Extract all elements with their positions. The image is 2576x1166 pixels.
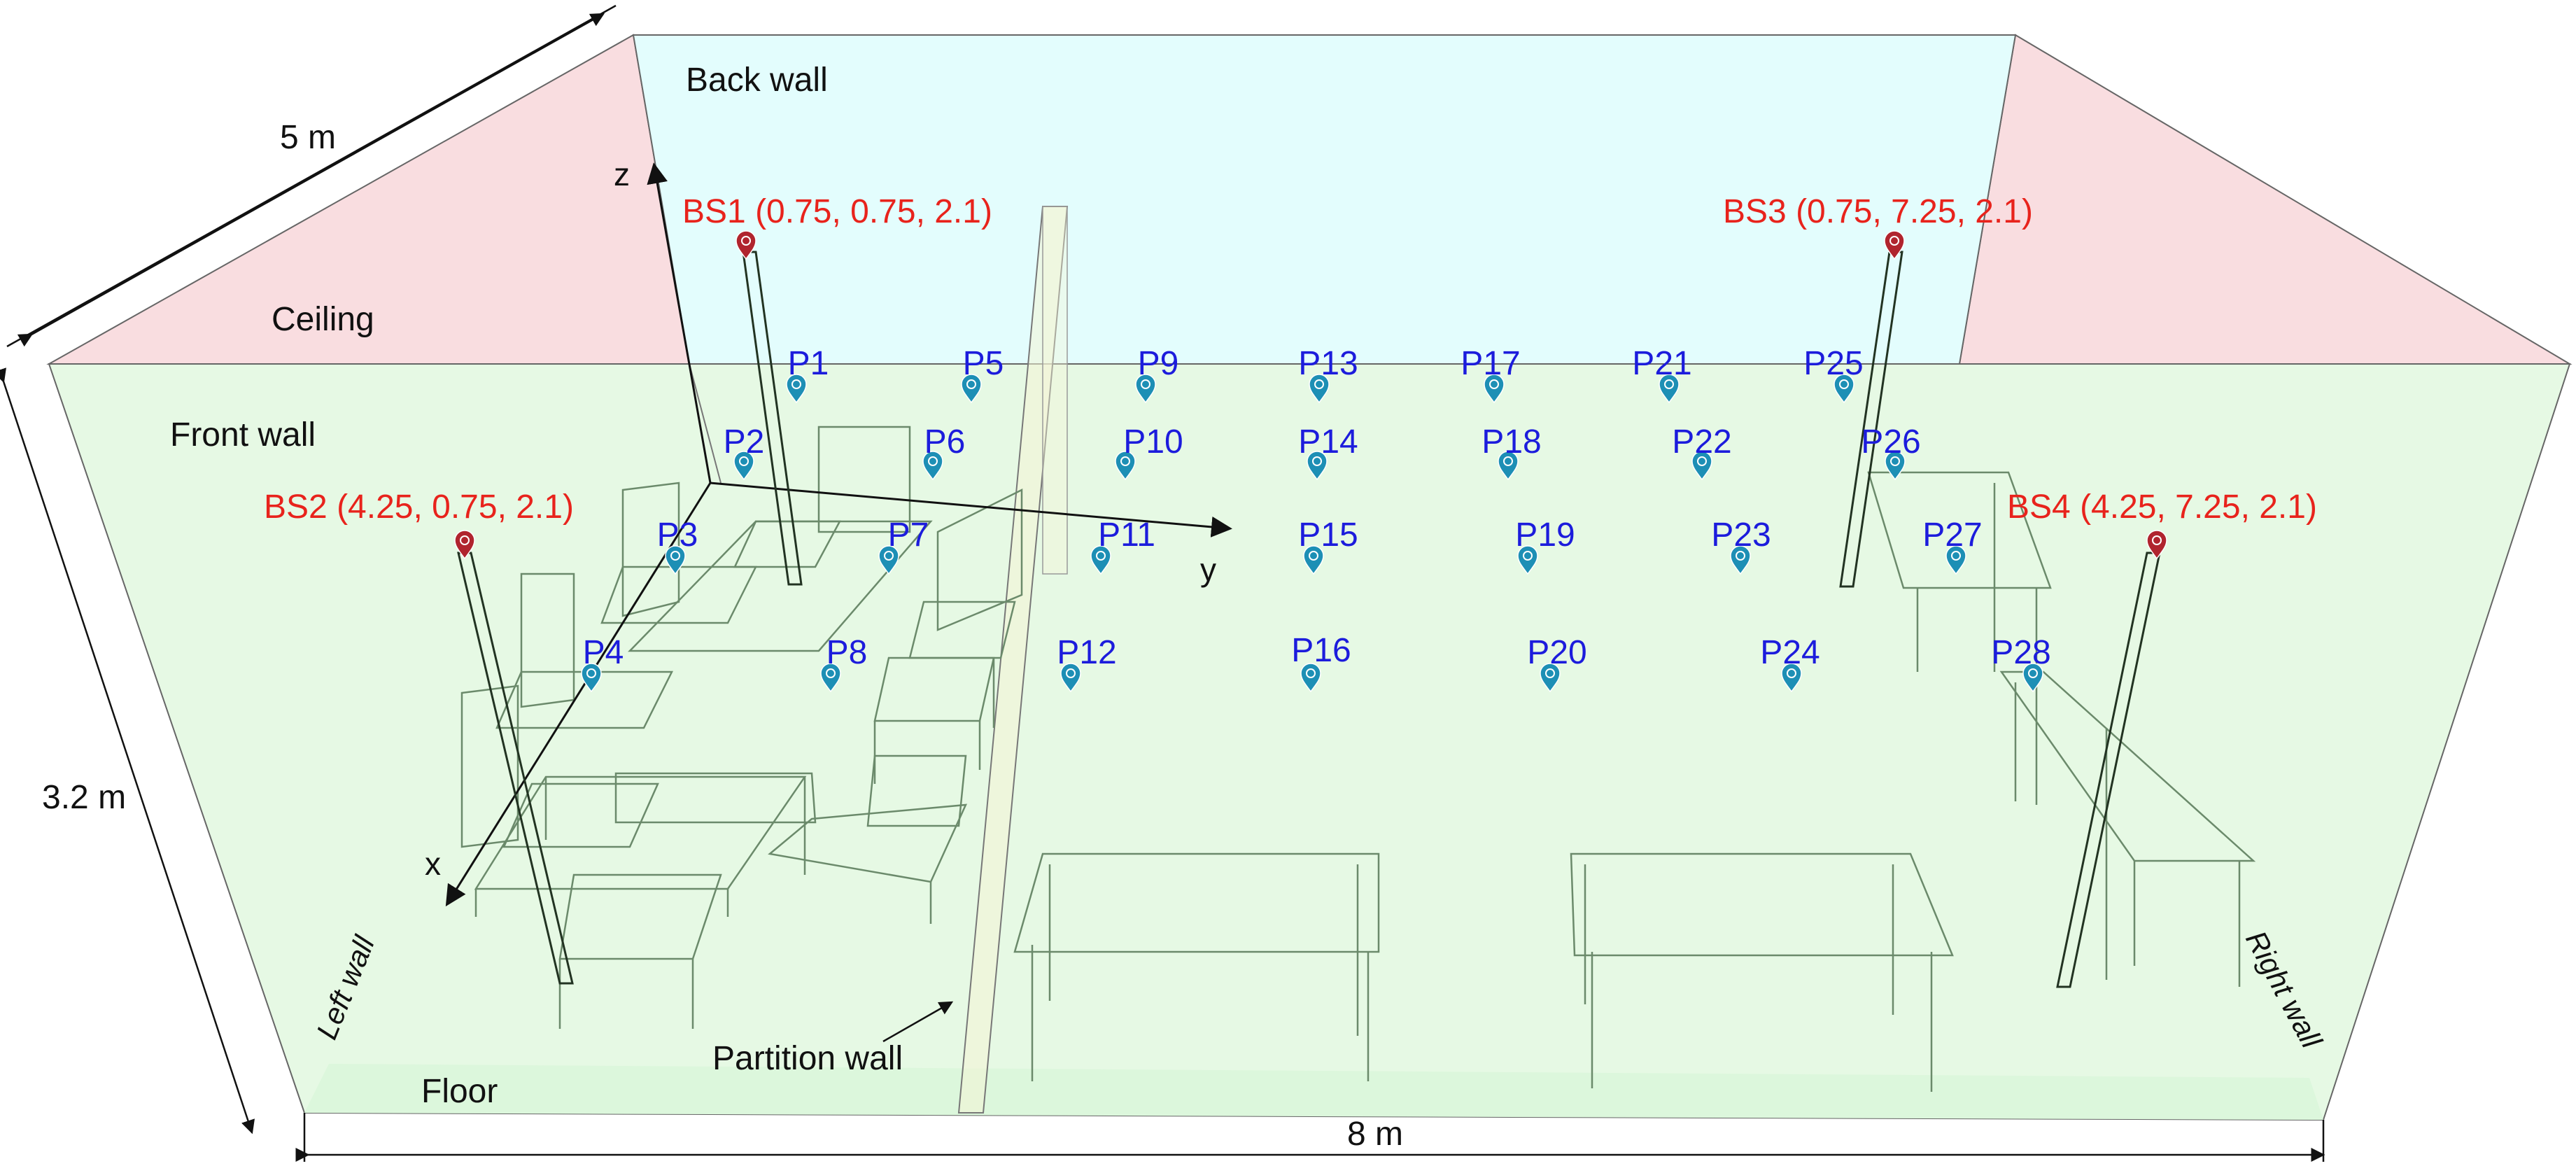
p7-label: P7	[888, 517, 929, 554]
bs1-marker-icon	[736, 230, 756, 260]
p12-label: P12	[1057, 634, 1116, 671]
floor-face	[304, 1064, 2323, 1120]
p15-marker-icon	[1303, 545, 1324, 575]
p28-label: P28	[1991, 634, 2050, 671]
p8-label: P8	[826, 634, 868, 671]
p23-marker-icon	[1730, 545, 1751, 575]
bs1-label: BS1 (0.75, 0.75, 2.1)	[682, 193, 992, 230]
p22-marker-icon	[1691, 451, 1712, 481]
p9-marker-icon	[1135, 374, 1156, 404]
p23-label: P23	[1711, 517, 1771, 554]
back-wall-label: Back wall	[686, 62, 828, 99]
p20-label: P20	[1527, 634, 1586, 671]
p17-label: P17	[1461, 345, 1520, 382]
bs3-marker-icon	[1884, 230, 1905, 260]
p20-marker-icon	[1540, 663, 1561, 693]
depth-dimension-label: 5 m	[280, 119, 336, 156]
p22-label: P22	[1672, 423, 1731, 461]
p15-label: P15	[1298, 517, 1358, 554]
p2-label: P2	[724, 423, 765, 461]
p14-marker-icon	[1307, 451, 1328, 481]
ceiling-right-face	[1958, 34, 2573, 365]
bs4-label: BS4 (4.25, 7.25, 2.1)	[2007, 489, 2317, 526]
p13-label: P13	[1298, 345, 1358, 382]
p7-marker-icon	[878, 545, 899, 575]
p19-marker-icon	[1517, 545, 1538, 575]
x-axis-label: x	[425, 845, 441, 882]
bs2-label: BS2 (4.25, 0.75, 2.1)	[264, 489, 574, 526]
p11-label: P11	[1098, 517, 1155, 554]
p5-label: P5	[963, 345, 1004, 382]
p8-marker-icon	[820, 663, 841, 693]
p27-marker-icon	[1945, 545, 1966, 575]
y-axis	[710, 482, 1232, 538]
z-axis-label: z	[614, 156, 630, 192]
p4-label: P4	[583, 634, 624, 671]
floor-label: Floor	[421, 1073, 498, 1110]
p3-marker-icon	[665, 545, 686, 575]
bs2-marker-icon	[454, 530, 475, 560]
p18-marker-icon	[1498, 451, 1519, 481]
furniture	[460, 426, 2256, 1092]
p9-label: P9	[1138, 345, 1179, 382]
p10-label: P10	[1123, 423, 1183, 461]
p14-label: P14	[1298, 423, 1358, 461]
dimension-lines	[0, 4, 2325, 1162]
height-dimension-label: 3.2 m	[42, 779, 126, 816]
p11-marker-icon	[1090, 545, 1111, 575]
p10-marker-icon	[1115, 451, 1136, 481]
p12-marker-icon	[1060, 663, 1081, 693]
ceiling-label: Ceiling	[272, 301, 374, 338]
p17-marker-icon	[1484, 374, 1505, 404]
p24-label: P24	[1760, 634, 1820, 671]
p3-label: P3	[657, 517, 698, 554]
p2-marker-icon	[733, 451, 754, 481]
p21-label: P21	[1632, 345, 1691, 382]
p18-label: P18	[1481, 423, 1541, 461]
p26-marker-icon	[1885, 451, 1906, 481]
p5-marker-icon	[961, 374, 982, 404]
bs4-marker-icon	[2146, 530, 2167, 560]
p21-marker-icon	[1659, 374, 1680, 404]
y-axis-label: y	[1200, 552, 1216, 588]
bs3-label: BS3 (0.75, 7.25, 2.1)	[1723, 193, 2033, 230]
base-stations: BS1 (0.75, 0.75, 2.1) BS2 (4.25, 0.75, 2.…	[264, 193, 2317, 560]
p16-marker-icon	[1300, 663, 1321, 693]
p16-label: P16	[1291, 632, 1351, 669]
coordinate-axes: z y x	[425, 156, 1232, 907]
p25-marker-icon	[1834, 374, 1854, 404]
z-axis	[647, 162, 712, 484]
p4-marker-icon	[581, 663, 602, 693]
p1-label: P1	[788, 345, 829, 382]
front-wall-face	[48, 363, 2571, 1121]
p1-marker-icon	[786, 374, 807, 404]
p6-marker-icon	[922, 451, 943, 481]
length-dimension-label: 8 m	[1347, 1116, 1403, 1153]
p13-marker-icon	[1309, 374, 1330, 404]
front-wall-label: Front wall	[170, 416, 316, 454]
p25-label: P25	[1803, 345, 1863, 382]
partition-wall-label: Partition wall	[712, 1040, 903, 1077]
p27-label: P27	[1922, 517, 1982, 554]
p26-label: P26	[1861, 423, 1920, 461]
p24-marker-icon	[1781, 663, 1802, 693]
p28-marker-icon	[2022, 663, 2043, 693]
p6-label: P6	[924, 423, 966, 461]
p19-label: P19	[1515, 517, 1575, 554]
partition-wall-leader	[882, 1001, 954, 1043]
